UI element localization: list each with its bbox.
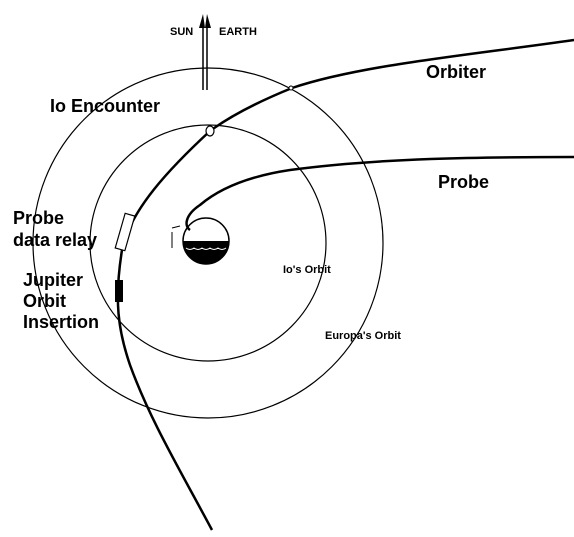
probe-data-relay-segment xyxy=(114,212,136,252)
sun-arrow-icon xyxy=(199,14,205,28)
sun-earth-direction-indicator xyxy=(199,14,211,90)
orbiter-europa-crossing-marker xyxy=(288,85,294,91)
probe-data-relay-label-line2: data relay xyxy=(13,230,97,250)
jupiter-orbit-insertion-label-line1: Jupiter xyxy=(23,270,83,290)
io-encounter-label: Io Encounter xyxy=(50,96,160,116)
earth-label: EARTH xyxy=(219,26,257,38)
europa-orbit-label: Europa's Orbit xyxy=(325,330,401,342)
probe-data-relay-label-line1: Probe xyxy=(13,208,64,228)
jupiter-orbit-insertion-label-line3: Insertion xyxy=(23,312,99,332)
io-orbit-circle xyxy=(89,124,327,362)
sun-label: SUN xyxy=(170,26,193,38)
earth-arrow-icon xyxy=(205,14,211,28)
orbiter-trajectory xyxy=(116,38,574,531)
probe-label: Probe xyxy=(438,172,489,192)
io-encounter-marker xyxy=(205,125,215,137)
probe-trajectory xyxy=(185,155,574,232)
europa-orbit-circle xyxy=(32,67,384,419)
jupiter-planet xyxy=(171,217,230,265)
io-orbit-label: Io's Orbit xyxy=(283,264,331,276)
jupiter-orbit-insertion-segment xyxy=(115,280,123,302)
orbiter-label: Orbiter xyxy=(426,62,486,82)
jupiter-orbit-insertion-label-line2: Orbit xyxy=(23,291,66,311)
